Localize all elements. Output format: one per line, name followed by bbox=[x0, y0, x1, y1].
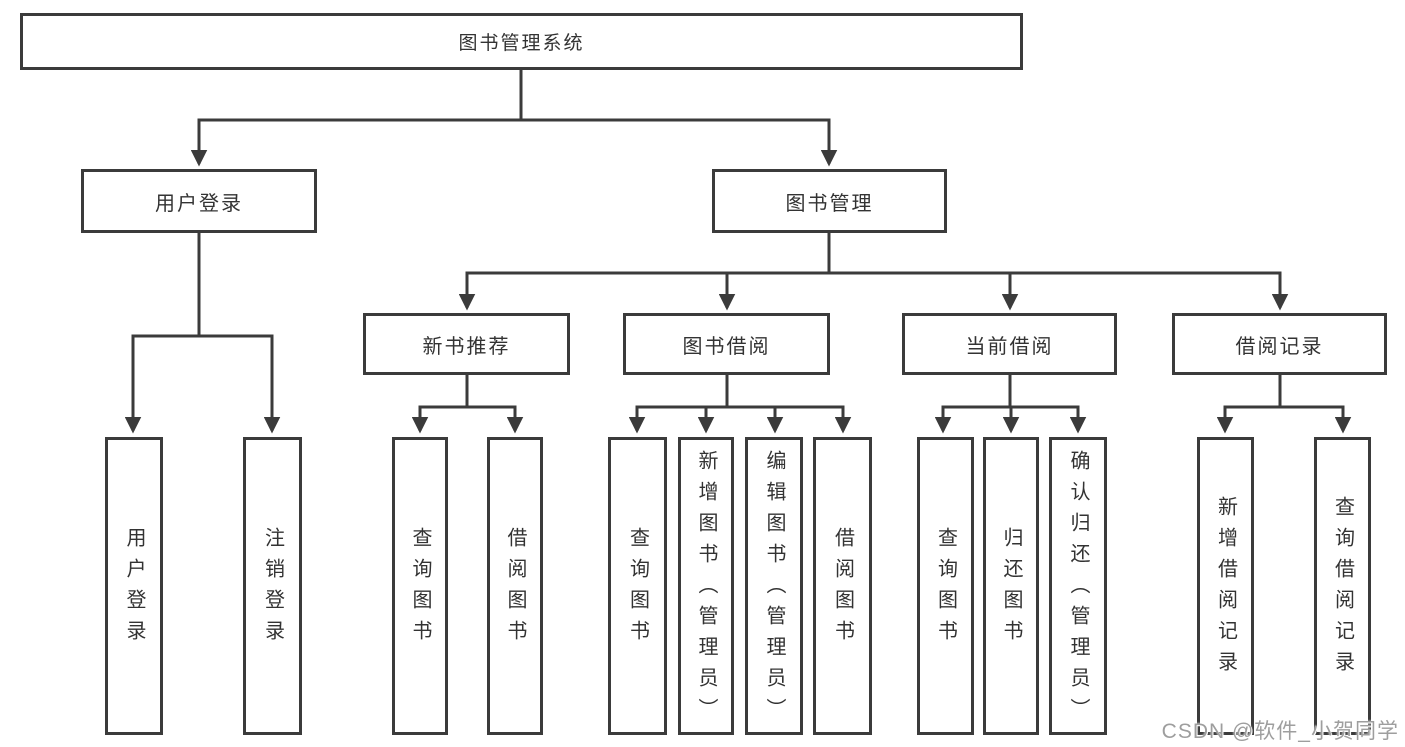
node-book-borrow: 图书借阅 bbox=[623, 313, 830, 375]
leaf-return-books: 归还图书 bbox=[983, 437, 1039, 735]
node-root-system: 图书管理系统 bbox=[20, 13, 1023, 70]
leaf-add-borrow-record: 新增借阅记录 bbox=[1197, 437, 1254, 735]
leaf-add-books-admin: 新增图书（管理员） bbox=[678, 437, 734, 735]
leaf-logout: 注销登录 bbox=[243, 437, 302, 735]
leaf-user-login: 用户登录 bbox=[105, 437, 163, 735]
node-book-management: 图书管理 bbox=[712, 169, 947, 233]
leaf-confirm-return-admin: 确认归还（管理员） bbox=[1049, 437, 1107, 735]
leaf-edit-books-admin: 编辑图书（管理员） bbox=[745, 437, 803, 735]
leaf-borrow-books-recommend: 借阅图书 bbox=[487, 437, 543, 735]
leaf-query-books-current: 查询图书 bbox=[917, 437, 974, 735]
node-current-borrow: 当前借阅 bbox=[902, 313, 1117, 375]
node-user-login: 用户登录 bbox=[81, 169, 317, 233]
leaf-query-books-borrow: 查询图书 bbox=[608, 437, 667, 735]
leaf-query-borrow-record: 查询借阅记录 bbox=[1314, 437, 1371, 735]
csdn-watermark: CSDN @软件_小贺同学 bbox=[1161, 720, 1399, 743]
node-new-book-recommend: 新书推荐 bbox=[363, 313, 570, 375]
leaf-borrow-books: 借阅图书 bbox=[813, 437, 872, 735]
leaf-query-books-recommend: 查询图书 bbox=[392, 437, 448, 735]
node-borrow-records: 借阅记录 bbox=[1172, 313, 1387, 375]
